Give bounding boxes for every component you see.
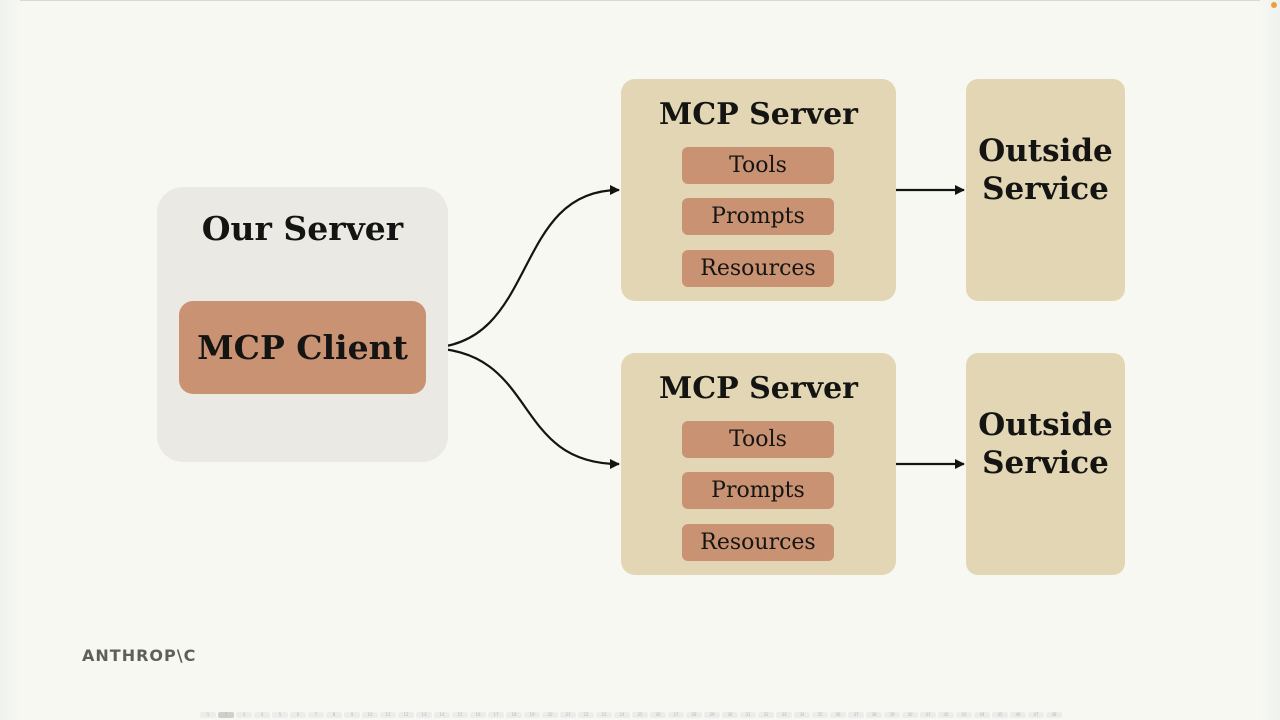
pager-page-42[interactable]: 42 (938, 712, 954, 718)
recording-indicator-icon (1271, 2, 1277, 8)
outside-service-line-2: Service (982, 171, 1109, 207)
pager-page-35[interactable]: 35 (812, 712, 828, 718)
pager-page-17[interactable]: 17 (488, 712, 504, 718)
capability-resources: Resources (682, 524, 834, 561)
pager-page-41[interactable]: 41 (920, 712, 936, 718)
our-server-title: Our Server (201, 209, 404, 248)
mcp-server-box-2: MCP Server Tools Prompts Resources (621, 353, 896, 575)
pager-page-48[interactable]: 48 (1046, 712, 1062, 718)
mcp-client-box: MCP Client (179, 301, 426, 394)
outside-service-box-2: Outside Service (966, 353, 1125, 575)
pager-page-29[interactable]: 29 (704, 712, 720, 718)
pager-page-27[interactable]: 27 (668, 712, 684, 718)
pager-page-38[interactable]: 38 (866, 712, 882, 718)
outside-service-box-1: Outside Service (966, 79, 1125, 301)
pager-page-43[interactable]: 43 (956, 712, 972, 718)
mcp-server-box-1: MCP Server Tools Prompts Resources (621, 79, 896, 301)
capability-tools: Tools (682, 421, 834, 458)
pager-page-3[interactable]: 3 (236, 712, 252, 718)
pager-page-12[interactable]: 12 (398, 712, 414, 718)
outside-service-line-1: Outside (978, 407, 1113, 443)
pager-page-13[interactable]: 13 (416, 712, 432, 718)
anthropic-logo: ANTHROP\C (82, 646, 197, 665)
arrow-client-to-server-2 (425, 346, 620, 469)
mcp-server-title: MCP Server (659, 371, 858, 406)
pager-page-18[interactable]: 18 (506, 712, 522, 718)
pager-page-47[interactable]: 47 (1028, 712, 1044, 718)
pager-page-7[interactable]: 7 (308, 712, 324, 718)
mcp-server-title: MCP Server (659, 97, 858, 132)
arrow-client-to-server-1 (425, 185, 620, 350)
capability-tools: Tools (682, 147, 834, 184)
pager-page-44[interactable]: 44 (974, 712, 990, 718)
pager-page-32[interactable]: 32 (758, 712, 774, 718)
outside-service-line-1: Outside (978, 133, 1113, 169)
pager-page-2[interactable]: 2 (218, 712, 234, 718)
pager-page-33[interactable]: 33 (776, 712, 792, 718)
capability-prompts: Prompts (682, 198, 834, 235)
right-edge-shade (1260, 0, 1280, 720)
pager-page-15[interactable]: 15 (452, 712, 468, 718)
pager-page-26[interactable]: 26 (650, 712, 666, 718)
pager-page-46[interactable]: 46 (1010, 712, 1026, 718)
outside-service-line-2: Service (982, 445, 1109, 481)
pager-page-36[interactable]: 36 (830, 712, 846, 718)
pager-page-23[interactable]: 23 (596, 712, 612, 718)
pager-page-20[interactable]: 20 (542, 712, 558, 718)
pager-page-39[interactable]: 39 (884, 712, 900, 718)
pager-page-6[interactable]: 6 (290, 712, 306, 718)
pager-page-10[interactable]: 10 (362, 712, 378, 718)
pager-page-16[interactable]: 16 (470, 712, 486, 718)
pager-page-31[interactable]: 31 (740, 712, 756, 718)
pager-page-22[interactable]: 22 (578, 712, 594, 718)
pager-page-11[interactable]: 11 (380, 712, 396, 718)
pager-page-1[interactable]: 1 (200, 712, 216, 718)
pager-page-24[interactable]: 24 (614, 712, 630, 718)
capability-prompts: Prompts (682, 472, 834, 509)
pager-page-5[interactable]: 5 (272, 712, 288, 718)
pager-page-9[interactable]: 9 (344, 712, 360, 718)
pager-page-30[interactable]: 30 (722, 712, 738, 718)
pager-page-4[interactable]: 4 (254, 712, 270, 718)
top-border (0, 0, 1280, 1)
pager-page-14[interactable]: 14 (434, 712, 450, 718)
pager-page-25[interactable]: 25 (632, 712, 648, 718)
pager-page-21[interactable]: 21 (560, 712, 576, 718)
capability-resources: Resources (682, 250, 834, 287)
pager-page-45[interactable]: 45 (992, 712, 1008, 718)
pager-page-19[interactable]: 19 (524, 712, 540, 718)
left-edge-shade (0, 0, 20, 720)
pager-page-28[interactable]: 28 (686, 712, 702, 718)
pager-page-8[interactable]: 8 (326, 712, 342, 718)
pager-page-34[interactable]: 34 (794, 712, 810, 718)
pager-page-37[interactable]: 37 (848, 712, 864, 718)
pager-page-40[interactable]: 40 (902, 712, 918, 718)
